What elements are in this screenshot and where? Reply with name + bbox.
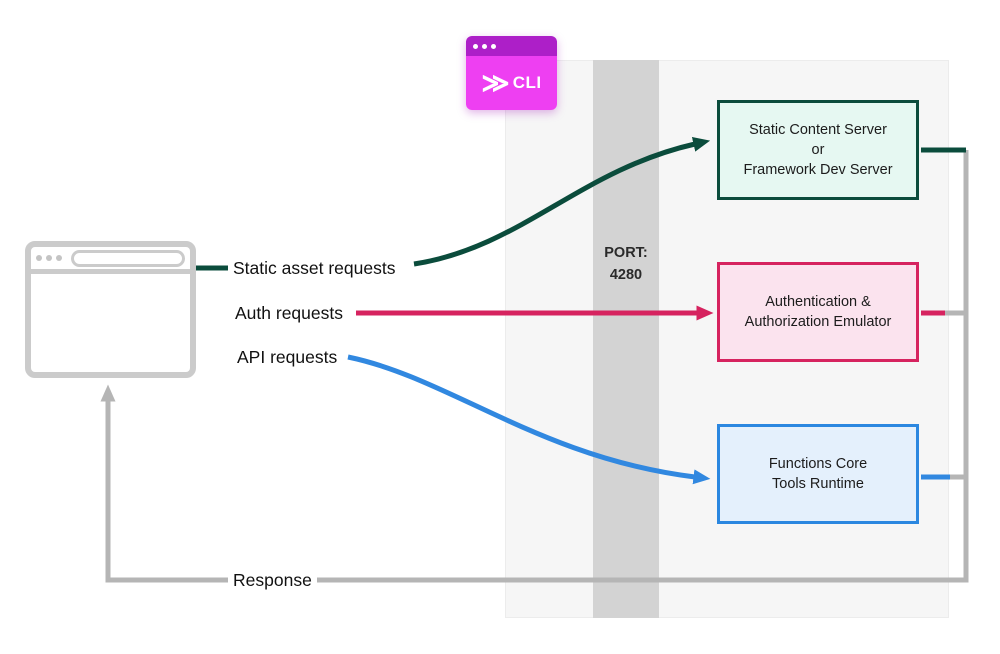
cli-dot-icon <box>482 43 487 49</box>
cli-title-bar <box>466 36 557 56</box>
port-label: PORT: 4280 <box>604 245 648 283</box>
box-functions-core-tools-label: Functions Core Tools Runtime <box>768 455 868 492</box>
browser-dot-icon <box>56 255 62 261</box>
box-static-content-server: Static Content Server or Framework Dev S… <box>717 100 919 200</box>
browser-dot-icon <box>46 255 52 261</box>
cli-body: ≫ CLI <box>466 56 557 110</box>
box-auth-emulator: Authentication & Authorization Emulator <box>717 262 919 362</box>
label-api-requests: API requests <box>232 346 343 368</box>
label-auth-requests: Auth requests <box>230 302 348 324</box>
box-auth-emulator-label: Authentication & Authorization Emulator <box>744 293 892 330</box>
cli-icon: ≫ CLI <box>466 36 557 110</box>
browser-title-bar <box>31 247 190 274</box>
browser-icon <box>25 241 196 378</box>
cli-dot-icon <box>491 43 496 49</box>
label-static-asset-requests: Static asset requests <box>228 257 401 279</box>
browser-dot-icon <box>36 255 42 261</box>
cli-dot-icon <box>473 43 478 49</box>
port-bar <box>593 60 659 618</box>
browser-address-bar <box>71 249 185 267</box>
cli-chevrons-icon: ≫ <box>481 67 510 98</box>
box-static-content-server-label: Static Content Server or Framework Dev S… <box>743 121 893 179</box>
label-response: Response <box>228 569 317 591</box>
box-functions-core-tools: Functions Core Tools Runtime <box>717 424 919 524</box>
cli-label: CLI <box>512 73 542 92</box>
